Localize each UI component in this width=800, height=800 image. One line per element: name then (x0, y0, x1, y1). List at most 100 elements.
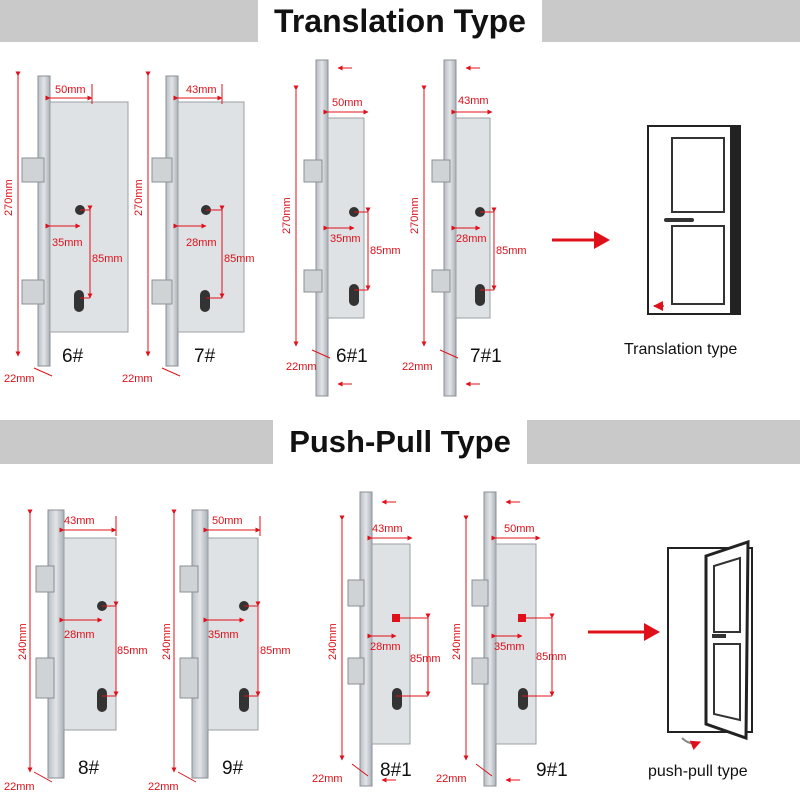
model-label: 7# (194, 346, 216, 367)
width-label: 50mm (504, 523, 535, 535)
spacing-label: 85mm (92, 253, 123, 265)
dead-bolt (471, 657, 489, 685)
faceplate (191, 509, 209, 779)
lock-9-1: 240mm 50mm 35mm 85mm 22mm 9#1 (436, 491, 568, 787)
backset-label: 35mm (52, 237, 83, 249)
latch-bolt (151, 157, 173, 183)
dead-bolt (431, 269, 451, 293)
door-handle (712, 634, 726, 638)
faceplate-label: 22mm (148, 781, 179, 793)
width-label: 43mm (458, 95, 489, 107)
spacing-label: 85mm (536, 651, 567, 663)
model-label: 7#1 (470, 346, 502, 367)
latch-bolt (21, 157, 45, 183)
cylinder-hole (200, 290, 210, 312)
model-label: 6# (62, 346, 84, 367)
dead-bolt (347, 657, 365, 685)
lock-case (63, 537, 117, 731)
spacing-label: 85mm (496, 245, 527, 257)
push-pull-type-caption: push-pull type (648, 763, 748, 780)
backset-label: 28mm (456, 233, 487, 245)
backset-label: 28mm (370, 641, 401, 653)
height-label: 270mm (409, 197, 421, 234)
width-label: 50mm (212, 515, 243, 527)
dead-bolt (303, 269, 323, 293)
translation-type-caption: Translation type (624, 341, 737, 358)
latch-bolt (431, 159, 451, 183)
faceplate (165, 75, 179, 367)
cylinder-hole (97, 688, 107, 712)
width-label: 50mm (332, 97, 363, 109)
latch-bolt (303, 159, 323, 183)
spacing-label: 85mm (410, 653, 441, 665)
faceplate (359, 491, 373, 787)
dead-bolt (179, 657, 199, 699)
faceplate (47, 509, 65, 779)
spacing-label: 85mm (117, 645, 148, 657)
spacing-label: 85mm (370, 245, 401, 257)
sliding-door-diagram: Translation type (624, 125, 741, 358)
cylinder-hole (475, 284, 485, 306)
push-pull-arrow (588, 623, 660, 641)
lock-case (177, 101, 245, 333)
dead-bolt (151, 279, 173, 305)
backset-label: 28mm (186, 237, 217, 249)
faceplate (443, 59, 457, 397)
faceplate-label: 22mm (286, 361, 317, 373)
height-label: 240mm (161, 623, 173, 660)
height-label: 270mm (281, 197, 293, 234)
lock-9: 240mm 50mm 35mm 85mm 22mm 9# (148, 509, 291, 793)
lock-case (495, 543, 537, 745)
width-label: 43mm (372, 523, 403, 535)
dead-bolt (21, 279, 45, 305)
translation-type-banner: Translation Type (0, 0, 800, 42)
faceplate-label: 22mm (122, 373, 153, 385)
height-label: 240mm (451, 623, 463, 660)
backset-label: 35mm (208, 629, 239, 641)
latch-bolt (471, 579, 489, 607)
model-label: 8# (78, 758, 100, 779)
lock-7: 270mm 43mm 28mm 85mm 22mm 7# (122, 71, 255, 385)
cylinder-hole (74, 290, 84, 312)
faceplate-label: 22mm (402, 361, 433, 373)
lock-case (207, 537, 259, 731)
faceplate-label: 22mm (4, 781, 35, 793)
latch-bolt (35, 565, 55, 593)
model-label: 9#1 (536, 760, 568, 781)
spacing-label: 85mm (224, 253, 255, 265)
lock-8-1: 240mm 43mm 28mm 85mm 22mm 8#1 (312, 491, 441, 787)
latch-bolt (347, 579, 365, 607)
lock-6: 270mm 50mm 35mm 85mm 22mm 6# (3, 71, 129, 385)
push-pull-type-banner: Push-Pull Type (0, 420, 800, 464)
height-label: 270mm (133, 179, 145, 216)
faceplate-label: 22mm (4, 373, 35, 385)
lock-case (371, 543, 411, 745)
translation-arrow (552, 231, 610, 249)
faceplate-label: 22mm (436, 773, 467, 785)
lock-6-1: 270mm 50mm 35mm 85mm 22mm 6#1 (281, 59, 401, 397)
cylinder-hole (392, 688, 402, 710)
height-label: 240mm (17, 623, 29, 660)
door-leaf (704, 539, 750, 741)
cylinder-hole (518, 688, 528, 710)
door-handle (664, 218, 694, 222)
model-label: 6#1 (336, 346, 368, 367)
cylinder-hole (349, 284, 359, 306)
backset-label: 28mm (64, 629, 95, 641)
faceplate (315, 59, 329, 397)
lock-7-1: 270mm 43mm 28mm 85mm 22mm 7#1 (402, 59, 527, 397)
lock-case (455, 117, 491, 319)
width-label: 43mm (186, 84, 217, 96)
swing-door-diagram: push-pull type (648, 539, 753, 780)
translation-type-title: Translation Type (258, 0, 542, 42)
height-label: 270mm (3, 179, 15, 216)
model-label: 8#1 (380, 760, 412, 781)
model-label: 9# (222, 758, 244, 779)
faceplate (483, 491, 497, 787)
lock-case (327, 117, 365, 319)
push-pull-type-title: Push-Pull Type (273, 420, 527, 464)
cylinder-hole (239, 688, 249, 712)
width-label: 43mm (64, 515, 95, 527)
latch-bolt (179, 565, 199, 593)
